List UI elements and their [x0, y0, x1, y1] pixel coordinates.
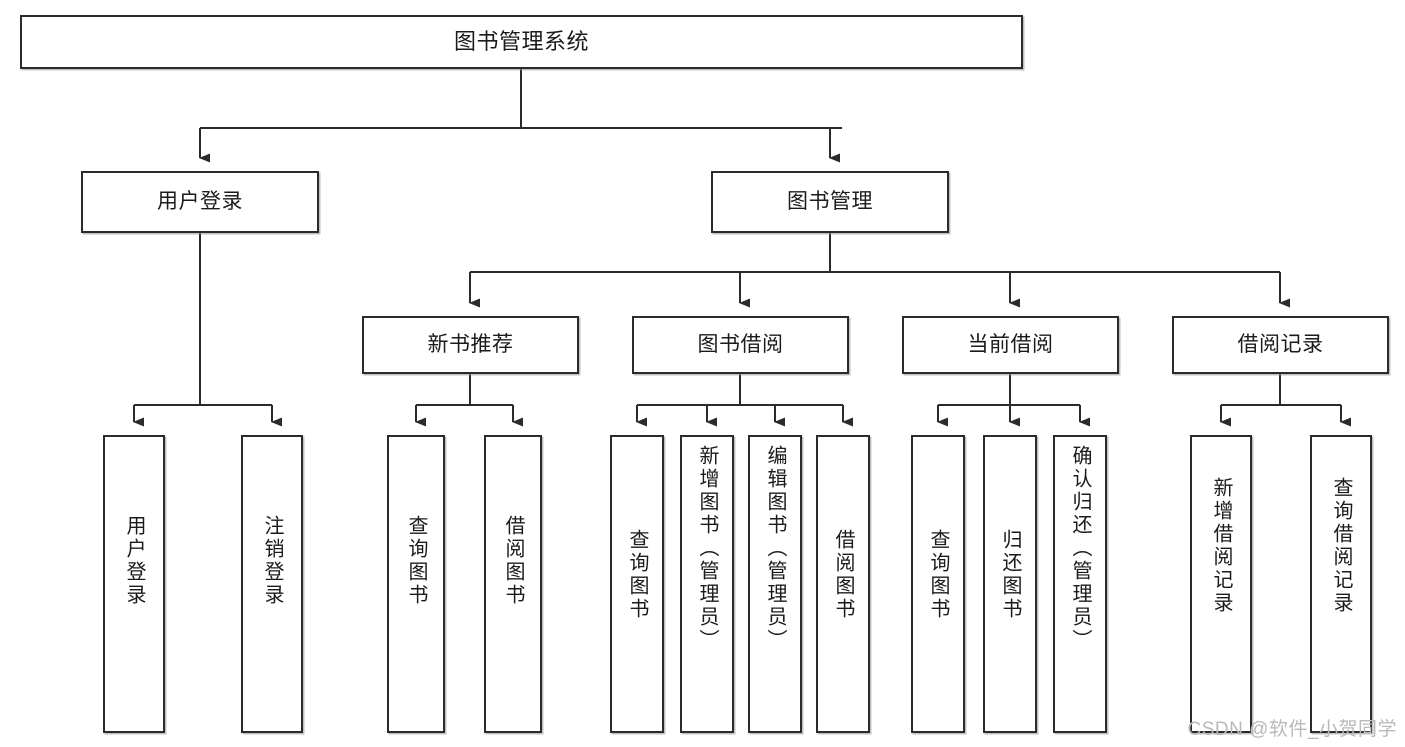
- leaf-node[interactable]: 查询图书: [610, 435, 664, 733]
- leaf-node[interactable]: 借阅图书: [484, 435, 542, 733]
- leaf-node-label: 新增借阅记录: [1210, 477, 1232, 615]
- node-current-borrow[interactable]: 当前借阅: [902, 316, 1119, 374]
- node-user-login-label: 用户登录: [157, 189, 243, 213]
- leaf-node-label: 查询图书: [626, 529, 648, 621]
- node-root-label: 图书管理系统: [453, 29, 589, 55]
- leaf-node-label: 确认归还（管理员）: [1069, 445, 1091, 652]
- leaf-node-label: 查询图书: [405, 515, 427, 607]
- node-current-borrow-label: 当前借阅: [967, 332, 1054, 356]
- node-root[interactable]: 图书管理系统: [20, 15, 1023, 69]
- leaf-node[interactable]: 查询图书: [911, 435, 965, 733]
- leaf-node-label: 编辑图书（管理员）: [764, 445, 786, 652]
- leaf-node[interactable]: 用户登录: [103, 435, 165, 733]
- leaf-node[interactable]: 归还图书: [983, 435, 1037, 733]
- node-book-borrow-label: 图书借阅: [697, 332, 784, 356]
- node-new-book-recommend-label: 新书推荐: [427, 332, 514, 356]
- leaf-node-label: 新增图书（管理员）: [696, 445, 718, 652]
- node-book-management-label: 图书管理: [787, 189, 873, 213]
- leaf-node-label: 注销登录: [261, 515, 283, 607]
- leaf-node-label: 归还图书: [999, 529, 1021, 621]
- leaf-node[interactable]: 新增借阅记录: [1190, 435, 1252, 733]
- leaf-node[interactable]: 确认归还（管理员）: [1053, 435, 1107, 733]
- leaf-node[interactable]: 注销登录: [241, 435, 303, 733]
- leaf-node-label: 用户登录: [123, 515, 145, 607]
- leaf-node[interactable]: 查询借阅记录: [1310, 435, 1372, 733]
- leaf-node-label: 查询图书: [927, 529, 949, 621]
- node-new-book-recommend[interactable]: 新书推荐: [362, 316, 579, 374]
- leaf-node[interactable]: 查询图书: [387, 435, 445, 733]
- leaf-node[interactable]: 借阅图书: [816, 435, 870, 733]
- node-book-borrow[interactable]: 图书借阅: [632, 316, 849, 374]
- leaf-node-label: 查询借阅记录: [1330, 477, 1352, 615]
- node-borrow-record-label: 借阅记录: [1237, 332, 1324, 356]
- leaf-node[interactable]: 新增图书（管理员）: [680, 435, 734, 733]
- node-book-management[interactable]: 图书管理: [711, 171, 949, 233]
- leaf-node-label: 借阅图书: [502, 515, 524, 607]
- leaf-node-label: 借阅图书: [832, 529, 854, 621]
- node-user-login[interactable]: 用户登录: [81, 171, 319, 233]
- leaf-node[interactable]: 编辑图书（管理员）: [748, 435, 802, 733]
- node-borrow-record[interactable]: 借阅记录: [1172, 316, 1389, 374]
